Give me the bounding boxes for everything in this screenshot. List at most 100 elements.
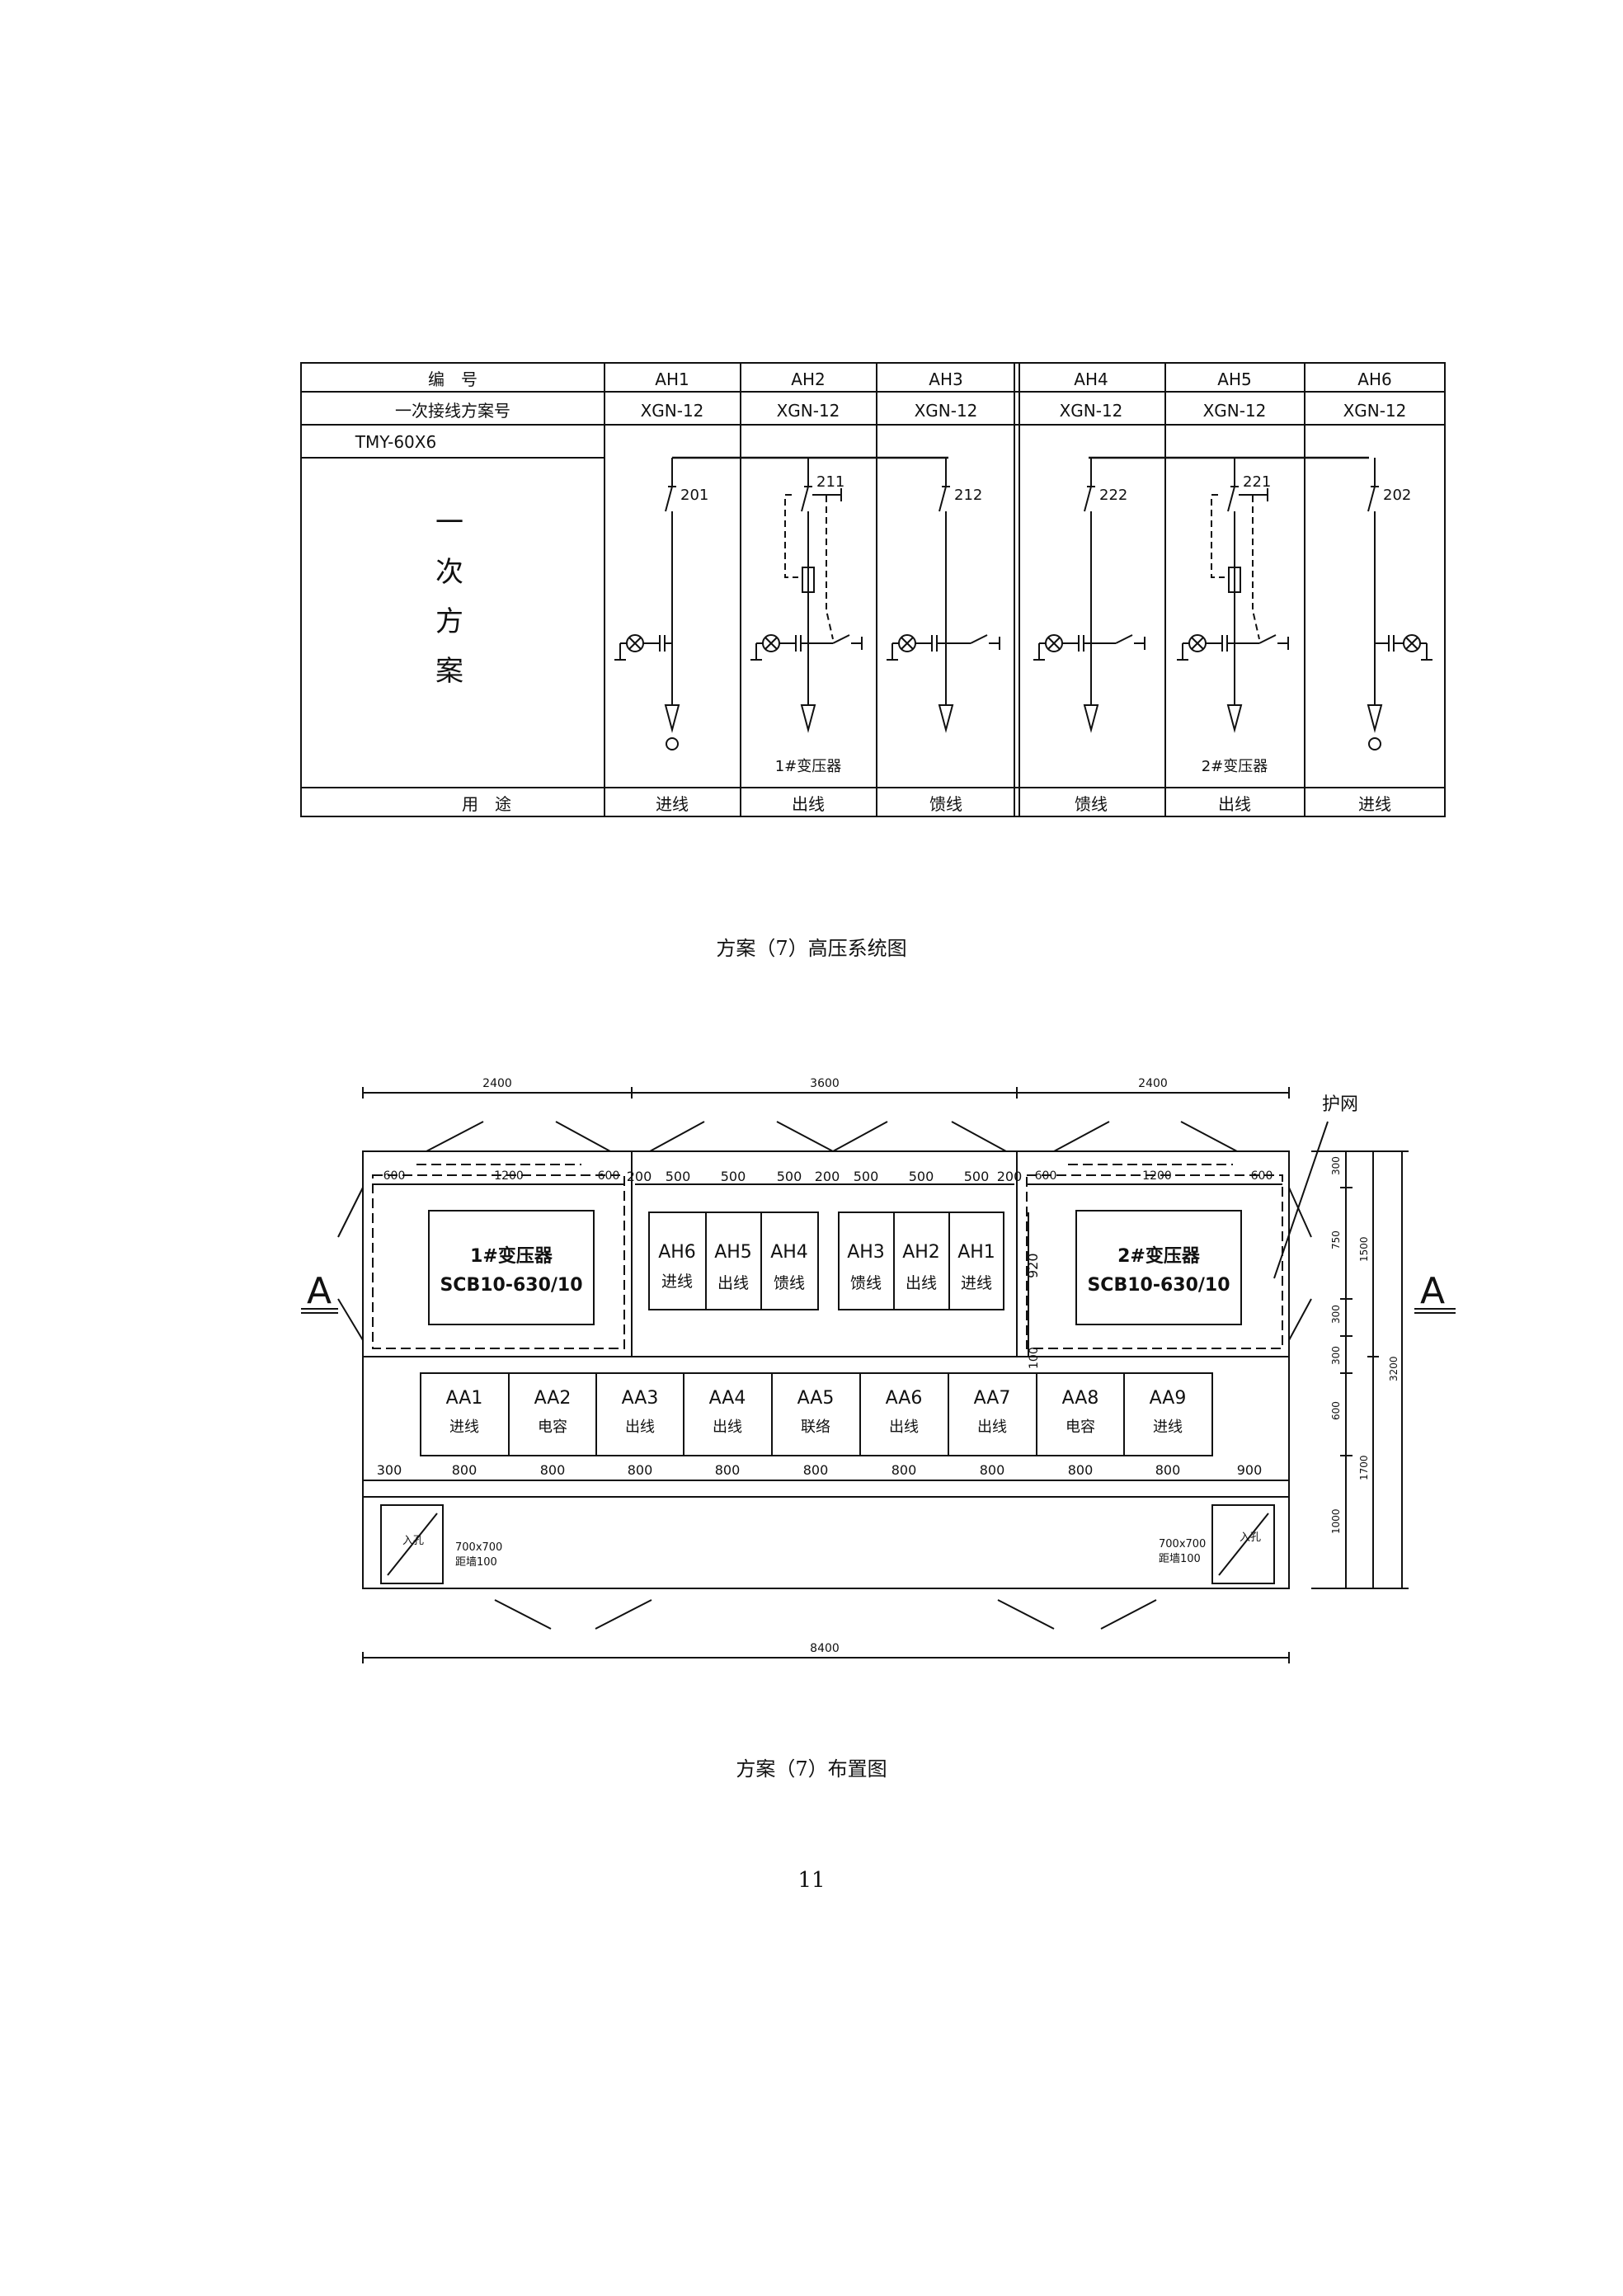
cabinet-usage: 馈线 [929, 794, 962, 814]
dim-label: 500 [854, 1169, 879, 1184]
guard-net-label: 护网 [1322, 1094, 1358, 1115]
dim-label: 900 [1237, 1462, 1263, 1478]
indicator-lamp-icon [887, 634, 946, 661]
busbar-label: TMY-60X6 [355, 432, 436, 452]
dim-label: 200 [997, 1169, 1023, 1184]
indicator-lamp-icon [1177, 634, 1235, 661]
dim-label: 800 [628, 1462, 653, 1478]
hv-table-grid [300, 362, 1446, 817]
cable-terminal-icon [1226, 704, 1243, 733]
switch-number: 222 [1099, 487, 1127, 504]
dim-label: 8400 [810, 1642, 840, 1655]
scheme-side-label: 一 次 方 案 [435, 506, 463, 688]
dim-label: 1200 [1142, 1169, 1172, 1183]
transformer-model: SCB10-630/10 [1087, 1275, 1230, 1296]
cabinet-id: AH1 [655, 369, 689, 389]
dim-label: 500 [721, 1169, 746, 1184]
right-dim-label: 750 [1330, 1230, 1342, 1249]
door-label: 入孔 [1240, 1531, 1261, 1544]
cabinet-usage: 馈线 [1075, 794, 1108, 814]
caption-layout: 方案（7）布置图 [736, 1757, 887, 1781]
dim-label: 500 [666, 1169, 691, 1184]
lv-cabinet-id: AA6 [886, 1388, 923, 1409]
indicator-lamp-icon [750, 634, 808, 661]
dim-label: 200 [627, 1169, 652, 1184]
door-note: 距墙100 [1159, 1553, 1201, 1565]
header-label: 编 号 [428, 369, 477, 389]
layout-plan-lines [301, 1087, 1456, 1663]
lv-cabinet-id: AA2 [534, 1388, 572, 1409]
cable-terminal-icon [938, 704, 954, 733]
dim-label: 800 [803, 1462, 829, 1478]
cabinet-usage: 进线 [656, 794, 689, 814]
circuit-symbols [614, 458, 1432, 750]
transformer-name: 2#变压器 [1117, 1245, 1201, 1267]
earth-switch-icon [1235, 634, 1289, 650]
lv-cabinet-usage: 出线 [889, 1419, 919, 1436]
lv-cabinet-usage: 电容 [1066, 1419, 1095, 1436]
dim-label: 600 [1251, 1169, 1273, 1183]
section-mark-right: A [1420, 1270, 1445, 1312]
scheme-side-char: 次 [435, 556, 463, 589]
indicator-lamp-icon [1375, 634, 1432, 661]
dim-label: 600 [383, 1169, 406, 1183]
dim-label: 3600 [810, 1077, 840, 1090]
section-mark-left: A [307, 1270, 332, 1312]
hv-cabinet-usage: 进线 [661, 1273, 693, 1291]
right-dim-label: 300 [1330, 1305, 1342, 1324]
gap-label: 100 [1028, 1347, 1041, 1369]
cabinet-usage: 出线 [1218, 794, 1251, 814]
right-dim-label: 3200 [1388, 1356, 1400, 1381]
fuse-icon [802, 567, 815, 593]
dim-label: 600 [598, 1169, 620, 1183]
switch-number: 221 [1243, 473, 1271, 491]
page-number: 11 [797, 1868, 826, 1893]
lv-cabinet-id: AA9 [1150, 1388, 1187, 1409]
lv-cabinet-usage: 出线 [625, 1419, 655, 1436]
scheme-side-char: 案 [435, 655, 463, 688]
dim-label: 800 [1155, 1462, 1181, 1478]
cabinet-model: XGN-12 [641, 401, 704, 421]
dim-label: 2400 [482, 1077, 512, 1090]
right-dim-label: 300 [1330, 1156, 1342, 1175]
cabinet-id: AH5 [1217, 369, 1251, 389]
door-size: 700x700 [455, 1541, 502, 1554]
dim-label: 300 [377, 1462, 402, 1478]
lv-cabinet-id: AA4 [709, 1388, 746, 1409]
door-label: 入孔 [402, 1535, 424, 1547]
lv-cabinet-id: AA8 [1062, 1388, 1099, 1409]
transformer-note: 1#变压器 [775, 758, 842, 775]
cable-terminal-icon [664, 704, 680, 733]
lv-cabinet-id: AA3 [622, 1388, 659, 1409]
lv-cabinet-usage: 出线 [977, 1419, 1007, 1436]
lv-cabinet-usage: 进线 [449, 1419, 479, 1436]
cabinet-id: AH2 [791, 369, 825, 389]
cabinet-usage: 出线 [792, 794, 825, 814]
hv-cabinet-id: AH4 [770, 1242, 808, 1263]
earth-switch-icon [1091, 634, 1146, 650]
earth-switch-icon [808, 634, 863, 650]
hv-cabinet-id: AH2 [902, 1242, 940, 1263]
dim-label: 200 [815, 1169, 840, 1184]
hv-cabinet-usage: 出线 [717, 1274, 749, 1292]
door-size: 700x700 [1159, 1538, 1206, 1550]
lv-cabinet-id: AA5 [797, 1388, 835, 1409]
dim-label: 500 [909, 1169, 934, 1184]
switch-number: 201 [680, 487, 708, 504]
lv-cabinet-usage: 进线 [1153, 1419, 1183, 1436]
cable-terminal-icon [1083, 704, 1099, 733]
right-dim-label: 300 [1330, 1346, 1342, 1365]
right-dim-label: 1700 [1358, 1455, 1370, 1480]
transformer-note: 2#变压器 [1202, 758, 1268, 775]
dim-label: 1200 [494, 1169, 524, 1183]
right-dim-label: 1500 [1358, 1236, 1370, 1262]
dim-label: 800 [452, 1462, 477, 1478]
cabinet-model: XGN-12 [777, 401, 840, 421]
transformer-name: 1#变压器 [470, 1245, 553, 1267]
cabinet-usage: 进线 [1358, 794, 1391, 814]
earth-switch-icon [946, 634, 1000, 650]
dim-label: 800 [1068, 1462, 1094, 1478]
hv-depth-label: 920 [1025, 1253, 1041, 1278]
lv-cabinet-usage: 电容 [538, 1419, 567, 1436]
